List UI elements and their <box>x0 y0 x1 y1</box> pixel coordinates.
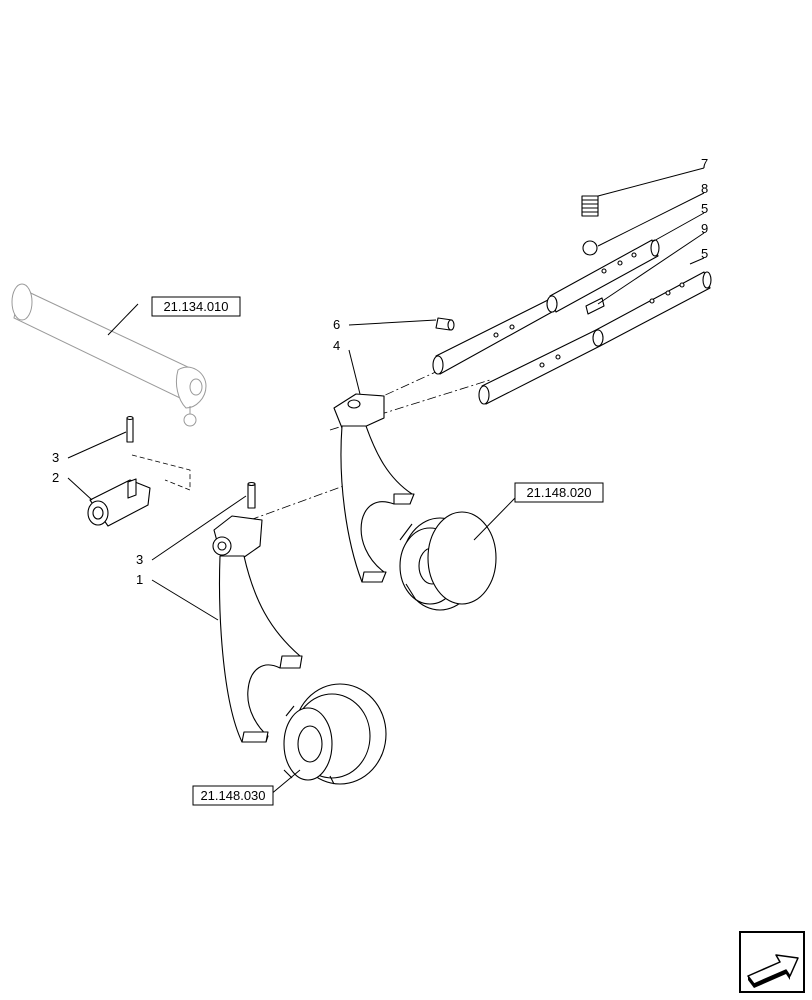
reference-label-gear-upper[interactable]: 21.148.020 <box>526 485 591 500</box>
shift-fork-part-1 <box>212 515 303 743</box>
callout-5-upper: 5 <box>701 201 708 216</box>
leader-lines <box>67 167 705 796</box>
shift-fork-part-4 <box>333 393 415 583</box>
background-shaft-assembly <box>11 283 207 427</box>
reference-label-shaft[interactable]: 21.134.010 <box>163 299 228 314</box>
callout-7: 7 <box>701 156 708 171</box>
callout-4: 4 <box>333 338 340 353</box>
callout-numbers: 7 8 5 9 5 6 4 3 2 3 1 <box>52 156 708 587</box>
next-page-arrow-icon[interactable] <box>739 931 805 993</box>
set-screw-part-6 <box>435 317 455 331</box>
reference-box-shaft[interactable]: 21.134.010 <box>151 296 241 317</box>
reference-box-gear-upper[interactable]: 21.148.020 <box>514 482 604 503</box>
callout-3-upper: 3 <box>52 450 59 465</box>
shift-rod-lower-part-5 <box>478 271 712 405</box>
callout-5-lower: 5 <box>701 246 708 261</box>
roll-pin-lower-part-3 <box>247 481 256 509</box>
callout-6: 6 <box>333 317 340 332</box>
callout-1: 1 <box>136 572 143 587</box>
callout-9: 9 <box>701 221 708 236</box>
callout-2: 2 <box>52 470 59 485</box>
gear-lower <box>283 683 387 785</box>
detent-block-part-2 <box>87 478 151 527</box>
callout-8: 8 <box>701 181 708 196</box>
gear-upper <box>399 511 497 611</box>
detent-spring-part-7 <box>581 195 599 217</box>
reference-label-gear-lower[interactable]: 21.148.030 <box>200 788 265 803</box>
callout-3-lower: 3 <box>136 552 143 567</box>
interlock-pin-part-9 <box>585 297 605 315</box>
detent-ball-part-8 <box>582 240 598 256</box>
shift-rod-upper-part-5 <box>432 239 660 375</box>
reference-box-gear-lower[interactable]: 21.148.030 <box>192 785 274 806</box>
roll-pin-upper-part-3 <box>126 415 134 443</box>
